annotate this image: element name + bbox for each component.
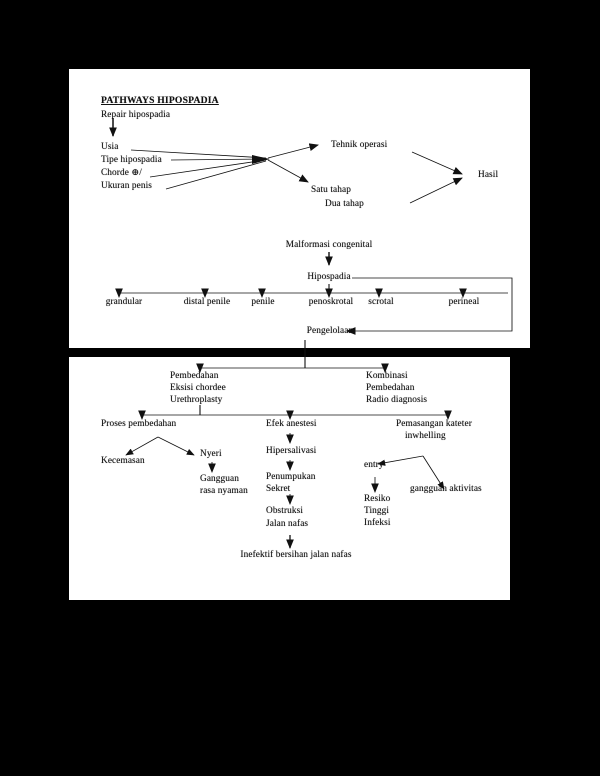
- node-kecemasan: Kecemasan: [101, 456, 145, 466]
- node-tipe-hipospadia: Tipe hipospadia: [101, 155, 162, 165]
- node-inwhelling: inwhelling: [405, 431, 446, 441]
- node-perineal: perineal: [448, 297, 480, 307]
- node-pengelolaan: Pengelolaan: [306, 326, 354, 336]
- node-usia: Usia: [101, 142, 119, 152]
- node-satu-tahap: Satu tahap: [311, 185, 351, 195]
- node-obstruksi: Obstruksi: [266, 506, 304, 516]
- node-penumpukan: Penumpukan: [266, 472, 316, 482]
- node-radio-diagnosis: Radio diagnosis: [366, 395, 428, 405]
- node-penile: penile: [251, 297, 275, 307]
- node-hipospadia: Hipospadia: [307, 272, 351, 282]
- node-eksisi-chordee: Eksisi chordee: [170, 383, 226, 393]
- node-repair-hipospadia: Repair hipospadia: [101, 110, 171, 120]
- node-distal-penile: distal penile: [183, 297, 231, 307]
- node-tehnik-operasi: Tehnik operasi: [331, 140, 388, 150]
- node-dua-tahap: Dua tahap: [325, 199, 364, 209]
- node-kombinasi-pembedahan: Pembedahan: [366, 383, 415, 393]
- page-title: PATHWAYS HIPOSPADIA: [101, 95, 219, 106]
- node-kombinasi: Kombinasi: [366, 371, 408, 381]
- node-urethroplasty: Urethroplasty: [170, 395, 223, 405]
- node-rasa-nyaman: rasa nyaman: [200, 486, 248, 496]
- node-resiko: Resiko: [364, 494, 391, 504]
- node-ukuran-penis: Ukuran penis: [101, 181, 153, 191]
- node-pemasangan-kateter: Pemasangan kateter: [396, 419, 472, 429]
- node-nyeri: Nyeri: [200, 449, 222, 459]
- node-sekret: Sekret: [266, 484, 291, 494]
- node-proses-pembedahan: Proses pembedahan: [101, 419, 177, 429]
- node-tinggi: Tinggi: [364, 506, 390, 516]
- node-gangguan: Gangguan: [200, 474, 240, 484]
- node-efek-anestesi: Efek anestesi: [266, 419, 317, 429]
- node-penoskrotal: penoskrotal: [308, 297, 354, 307]
- node-inefektif-bersihan-jalan-nafas: Inefektif bersihan jalan nafas: [240, 550, 352, 560]
- node-hasil: Hasil: [478, 170, 499, 180]
- node-gangguan-aktivitas: gangguan aktivitas: [410, 484, 482, 494]
- node-infeksi: Infeksi: [364, 518, 391, 528]
- node-grandular: grandular: [105, 297, 143, 307]
- node-pembedahan: Pembedahan: [170, 371, 219, 381]
- node-chorde: Chorde ⊕/: [101, 168, 142, 178]
- node-entry: entry: [364, 460, 384, 470]
- node-scrotal: scrotal: [368, 297, 394, 307]
- node-jalan-nafas: Jalan nafas: [266, 519, 309, 529]
- node-malformasi-congenital: Malformasi congenital: [285, 240, 373, 250]
- node-hipersalivasi: Hipersalivasi: [266, 446, 317, 456]
